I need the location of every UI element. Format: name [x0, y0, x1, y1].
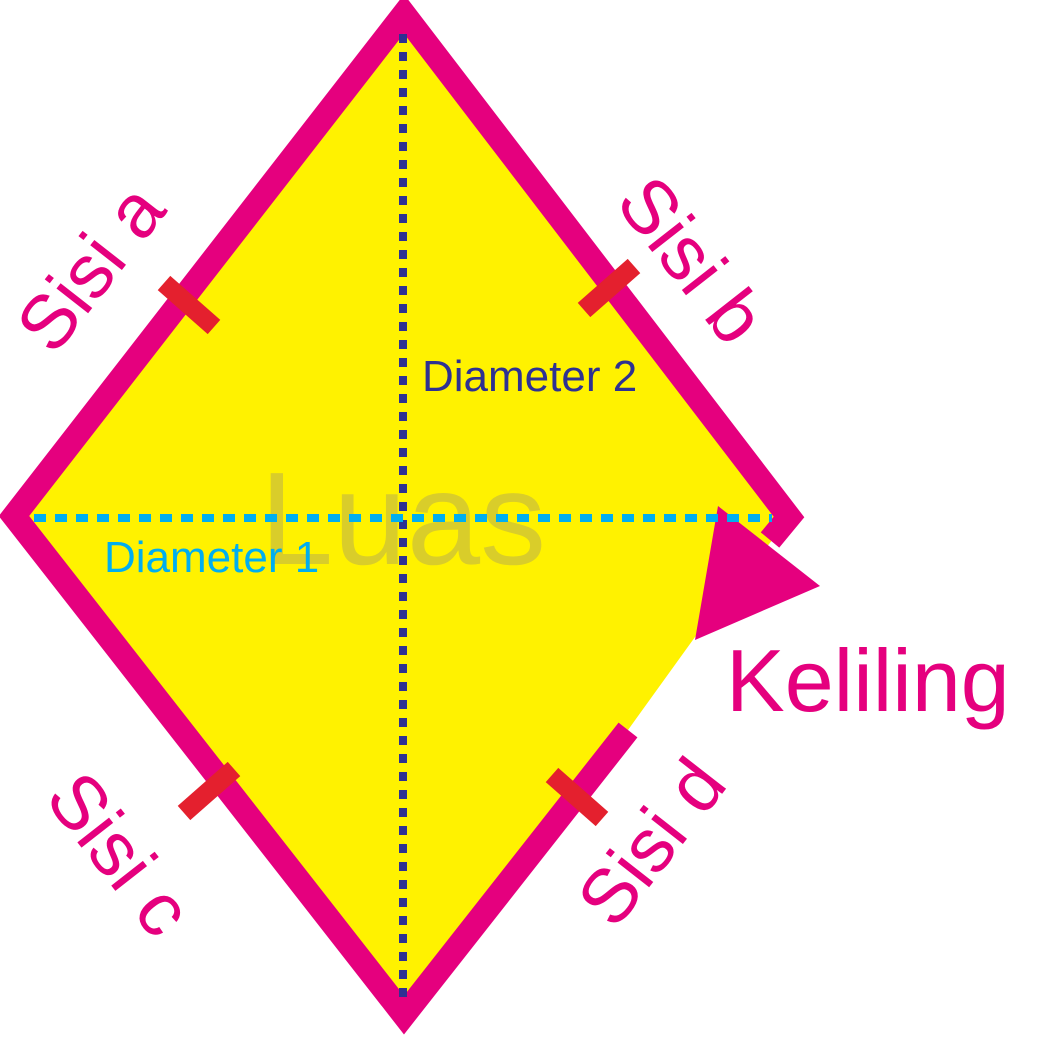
- tick-mark-side-d: [545, 767, 609, 827]
- perimeter-label: Keliling: [726, 631, 1010, 730]
- rhombus-outline: [0, 0, 805, 1035]
- tick-mark-side-b: [577, 258, 641, 318]
- perimeter-arrow: [695, 506, 820, 640]
- side-c-label: Sisi c: [30, 757, 209, 952]
- tick-mark-side-a: [157, 275, 221, 335]
- tick-mark-side-c: [177, 761, 241, 821]
- diagonal-2-label: Diameter 2: [422, 352, 637, 401]
- diagonal-1-label: Diameter 1: [104, 533, 319, 582]
